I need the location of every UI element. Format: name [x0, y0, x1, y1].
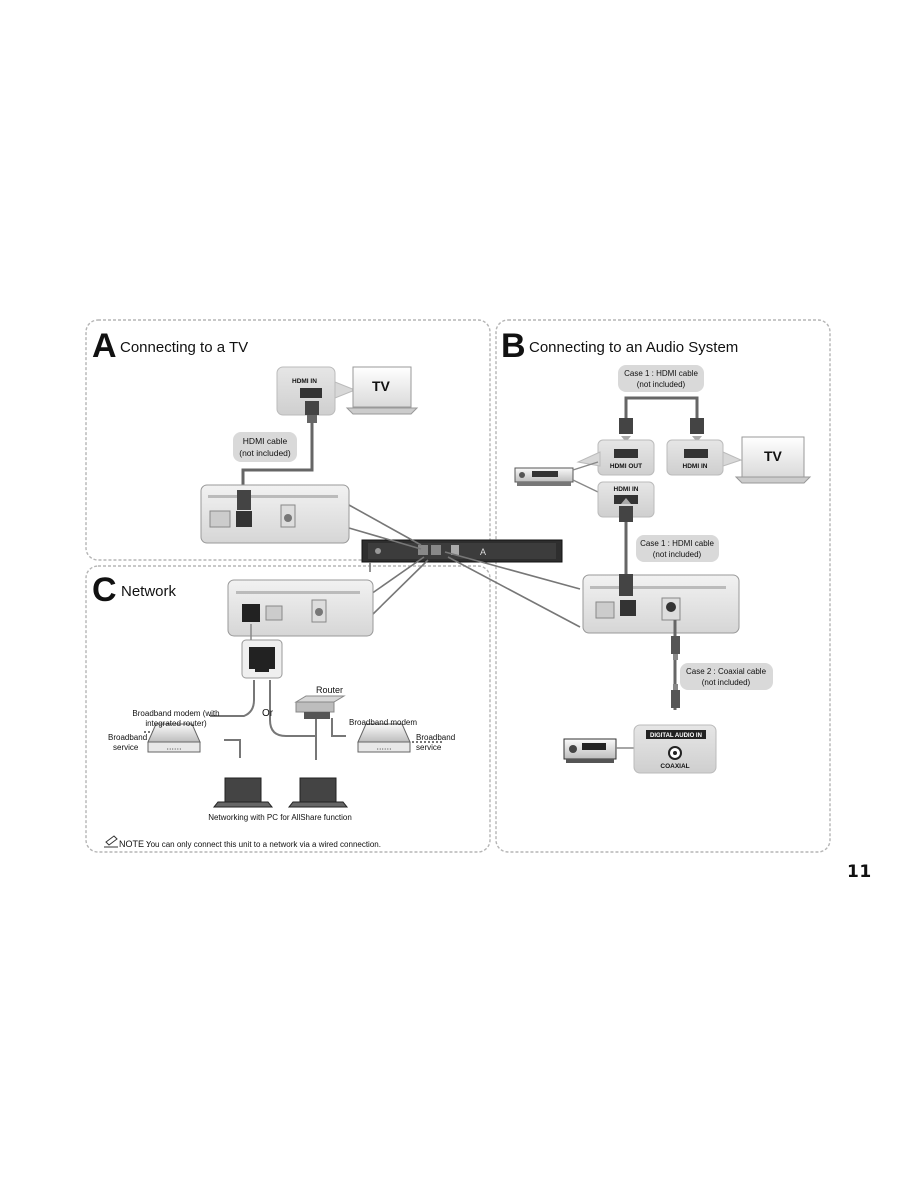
b-hdmi-in-receiver-label: HDMI IN [614, 486, 639, 493]
b-top-hdmi-plugs [619, 418, 704, 442]
b-coaxial-label: COAXIAL [660, 763, 689, 770]
a-cable-label-1: HDMI cable [243, 436, 288, 446]
b-hdmi-out-label: HDMI OUT [610, 463, 642, 470]
b-case1-top-label-2: (not included) [637, 380, 686, 389]
b-rear-panel-zoom [582, 574, 740, 634]
laptop-icon [212, 777, 349, 808]
section-a-frame [85, 319, 491, 561]
pencil-note-icon [104, 835, 118, 848]
modem-icon-right [357, 723, 411, 753]
av-receiver-icon [514, 467, 574, 486]
service-left-label-1: Broadband [108, 733, 147, 742]
b-case2-box [680, 663, 773, 690]
b-receiver-zoom-1 [572, 461, 599, 471]
or-label: Or [262, 708, 274, 719]
section-b-letter: B [501, 327, 526, 365]
b-case2-label-1: Case 2 : Coaxial cable [686, 667, 767, 676]
svg-text:A: A [480, 547, 486, 557]
a-cable-label-box [233, 432, 297, 462]
modem-left-dots: • • • • • • [167, 746, 182, 751]
hdmi-plug-icon [305, 401, 319, 423]
section-c-letter: C [92, 571, 117, 609]
blu-ray-player-rear: A [361, 539, 563, 563]
modem-router-label-2: integrated router) [145, 719, 207, 728]
a-rear-panel-zoom [200, 484, 350, 544]
modem-icon-left [147, 723, 201, 753]
b-case1-top-box [618, 365, 704, 392]
section-c-title: Network [121, 583, 177, 600]
section-a-letter: A [92, 327, 117, 365]
b-case1-top-label-1: Case 1 : HDMI cable [624, 369, 698, 378]
page-number: 11 [847, 862, 872, 882]
zoom-lines [348, 504, 581, 628]
service-right-label-2: service [416, 743, 442, 752]
b-hdmi-in-tv-bubble [666, 439, 743, 476]
b-hdmi-out-bubble [576, 439, 655, 476]
service-left-label-2: service [113, 743, 139, 752]
modem-right-dots: • • • • • • [377, 746, 392, 751]
pc-caption: Networking with PC for AllShare function [208, 813, 352, 822]
a-cable-label-2: (not included) [239, 448, 291, 458]
b-hdmi-in-tv-label: HDMI IN [683, 463, 708, 470]
router-icon [294, 695, 346, 719]
service-right-label-1: Broadband [416, 733, 455, 742]
b-case1-mid-label-1: Case 1 : HDMI cable [640, 539, 714, 548]
note-label: NOTE : [119, 839, 149, 849]
modem-label: Broadband modem [349, 718, 417, 727]
b-top-hdmi-cable [624, 396, 699, 420]
note-text: You can only connect this unit to a netw… [146, 840, 381, 849]
a-hdmi-in-label: HDMI IN [292, 378, 317, 385]
b-av-receiver-bottom [563, 738, 634, 763]
section-a-title: Connecting to a TV [120, 339, 248, 356]
modem-router-label-1: Broadband modem (with [132, 709, 219, 718]
coaxial-plug-icon [671, 636, 680, 708]
c-rear-panel-zoom [227, 579, 374, 637]
b-digital-audio-in-bubble [633, 724, 717, 774]
b-digital-audio-in-label: DIGITAL AUDIO IN [650, 733, 702, 739]
a-tv-label: TV [372, 378, 391, 394]
section-b-frame [495, 319, 831, 853]
router-label: Router [316, 685, 343, 695]
b-tv-label: TV [764, 448, 783, 464]
b-case1-mid-box [636, 535, 719, 562]
b-case2-label-2: (not included) [702, 678, 751, 687]
b-receiver-zoom-2 [572, 479, 599, 493]
a-hdmi-cable [241, 423, 314, 490]
ethernet-port-icon [241, 624, 283, 679]
b-mid-hdmi-plug [619, 498, 633, 522]
a-hdmi-in-bubble [276, 366, 357, 416]
tv-icon [345, 366, 419, 415]
section-c-frame [85, 565, 491, 853]
b-tv-icon [734, 436, 812, 484]
b-case1-mid-label-2: (not included) [653, 550, 702, 559]
section-b-title: Connecting to an Audio System [529, 339, 738, 356]
